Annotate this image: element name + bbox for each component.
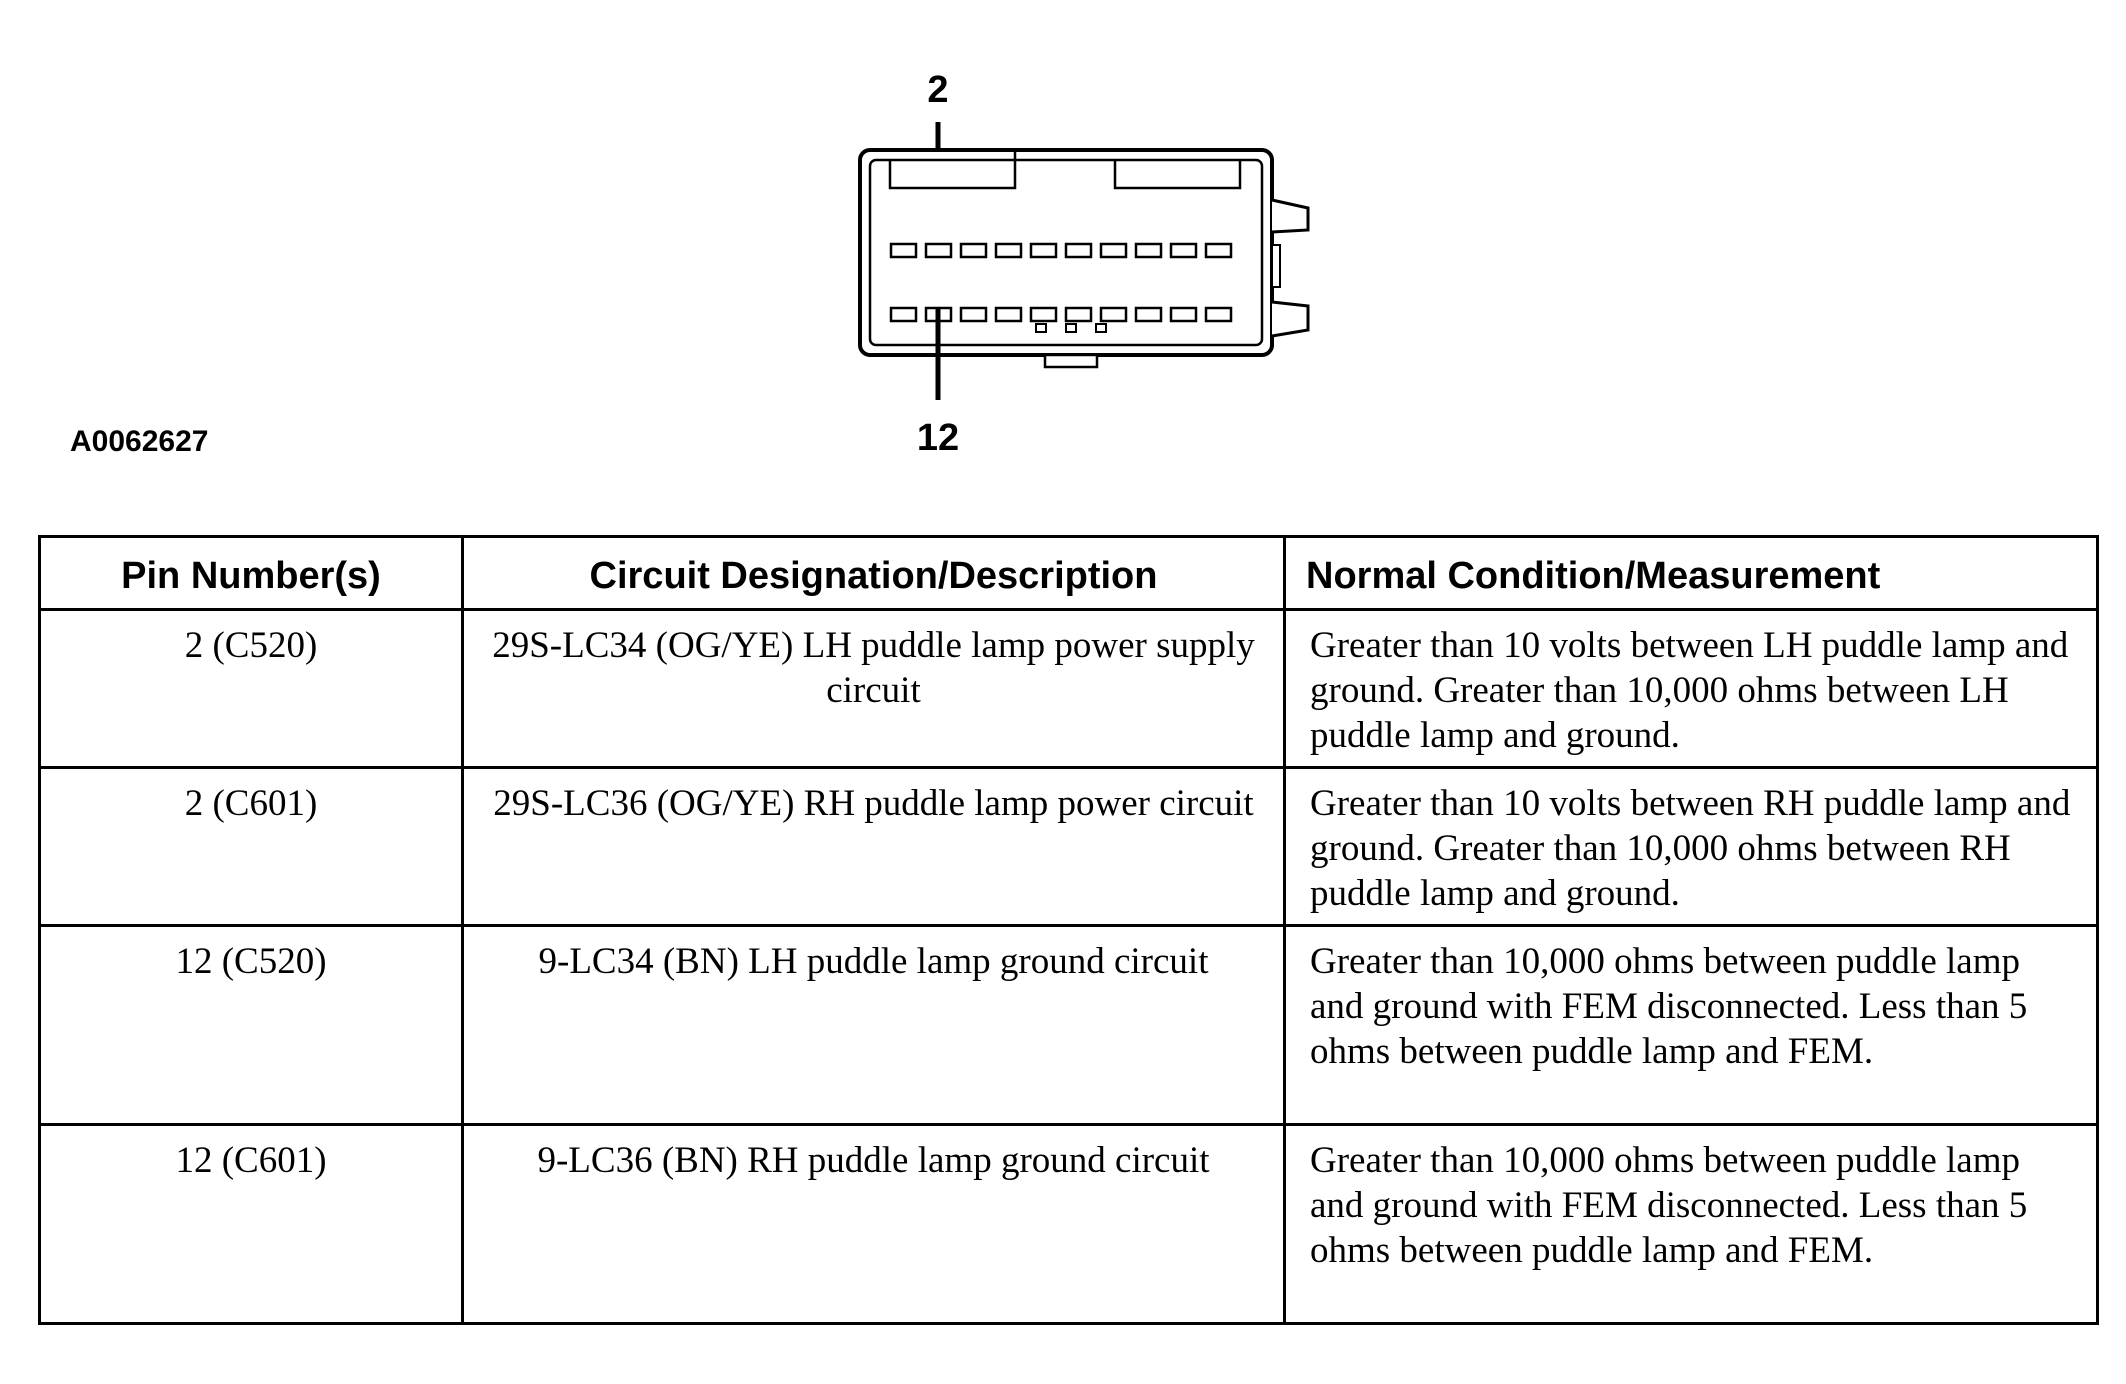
pin-label-top: 2 [927, 69, 948, 111]
connector-latch-lower [1271, 300, 1310, 338]
connector-top-slot-right [1013, 150, 1242, 190]
table-header-row: Pin Number(s) Circuit Designation/Descri… [38, 535, 2099, 611]
cell-pin: 12 (C520) [38, 924, 464, 1126]
table-row: 12 (C601) 9-LC36 (BN) RH puddle lamp gro… [38, 1123, 2099, 1325]
connector-face-view: 2 [858, 69, 1310, 459]
header-pin-number: Pin Number(s) [38, 535, 464, 611]
connector-diagram: 2 [840, 60, 1320, 480]
cell-condition: Greater than 10 volts between LH puddle … [1283, 608, 2099, 769]
cell-condition: Greater than 10,000 ohms between puddle … [1283, 924, 2099, 1126]
connector-bottom-key [1043, 353, 1099, 369]
cell-pin: 2 (C520) [38, 608, 464, 769]
cell-circuit: 9-LC34 (BN) LH puddle lamp ground circui… [461, 924, 1286, 1126]
connector-latch-upper [1271, 198, 1310, 234]
table-row: 12 (C520) 9-LC34 (BN) LH puddle lamp gro… [38, 924, 2099, 1126]
cell-condition: Greater than 10 volts between RH puddle … [1283, 766, 2099, 927]
cell-circuit: 9-LC36 (BN) RH puddle lamp ground circui… [461, 1123, 1286, 1325]
cell-circuit: 29S-LC34 (OG/YE) LH puddle lamp power su… [461, 608, 1286, 769]
cell-pin: 12 (C601) [38, 1123, 464, 1325]
pinout-table: Pin Number(s) Circuit Designation/Descri… [38, 535, 2099, 1325]
pin-row-top [889, 242, 1233, 259]
figure-id: A0062627 [70, 425, 209, 458]
cell-circuit: 29S-LC36 (OG/YE) RH puddle lamp power ci… [461, 766, 1286, 927]
connector-side-rib [1271, 244, 1281, 288]
cell-condition: Greater than 10,000 ohms between puddle … [1283, 1123, 2099, 1325]
table-row: 2 (C520) 29S-LC34 (OG/YE) LH puddle lamp… [38, 608, 2099, 769]
header-condition: Normal Condition/Measurement [1283, 535, 2099, 611]
cell-pin: 2 (C601) [38, 766, 464, 927]
connector-top-slot-left [888, 160, 1017, 190]
pin-label-bottom: 12 [917, 417, 959, 459]
table-row: 2 (C601) 29S-LC36 (OG/YE) RH puddle lamp… [38, 766, 2099, 927]
header-circuit: Circuit Designation/Description [461, 535, 1286, 611]
